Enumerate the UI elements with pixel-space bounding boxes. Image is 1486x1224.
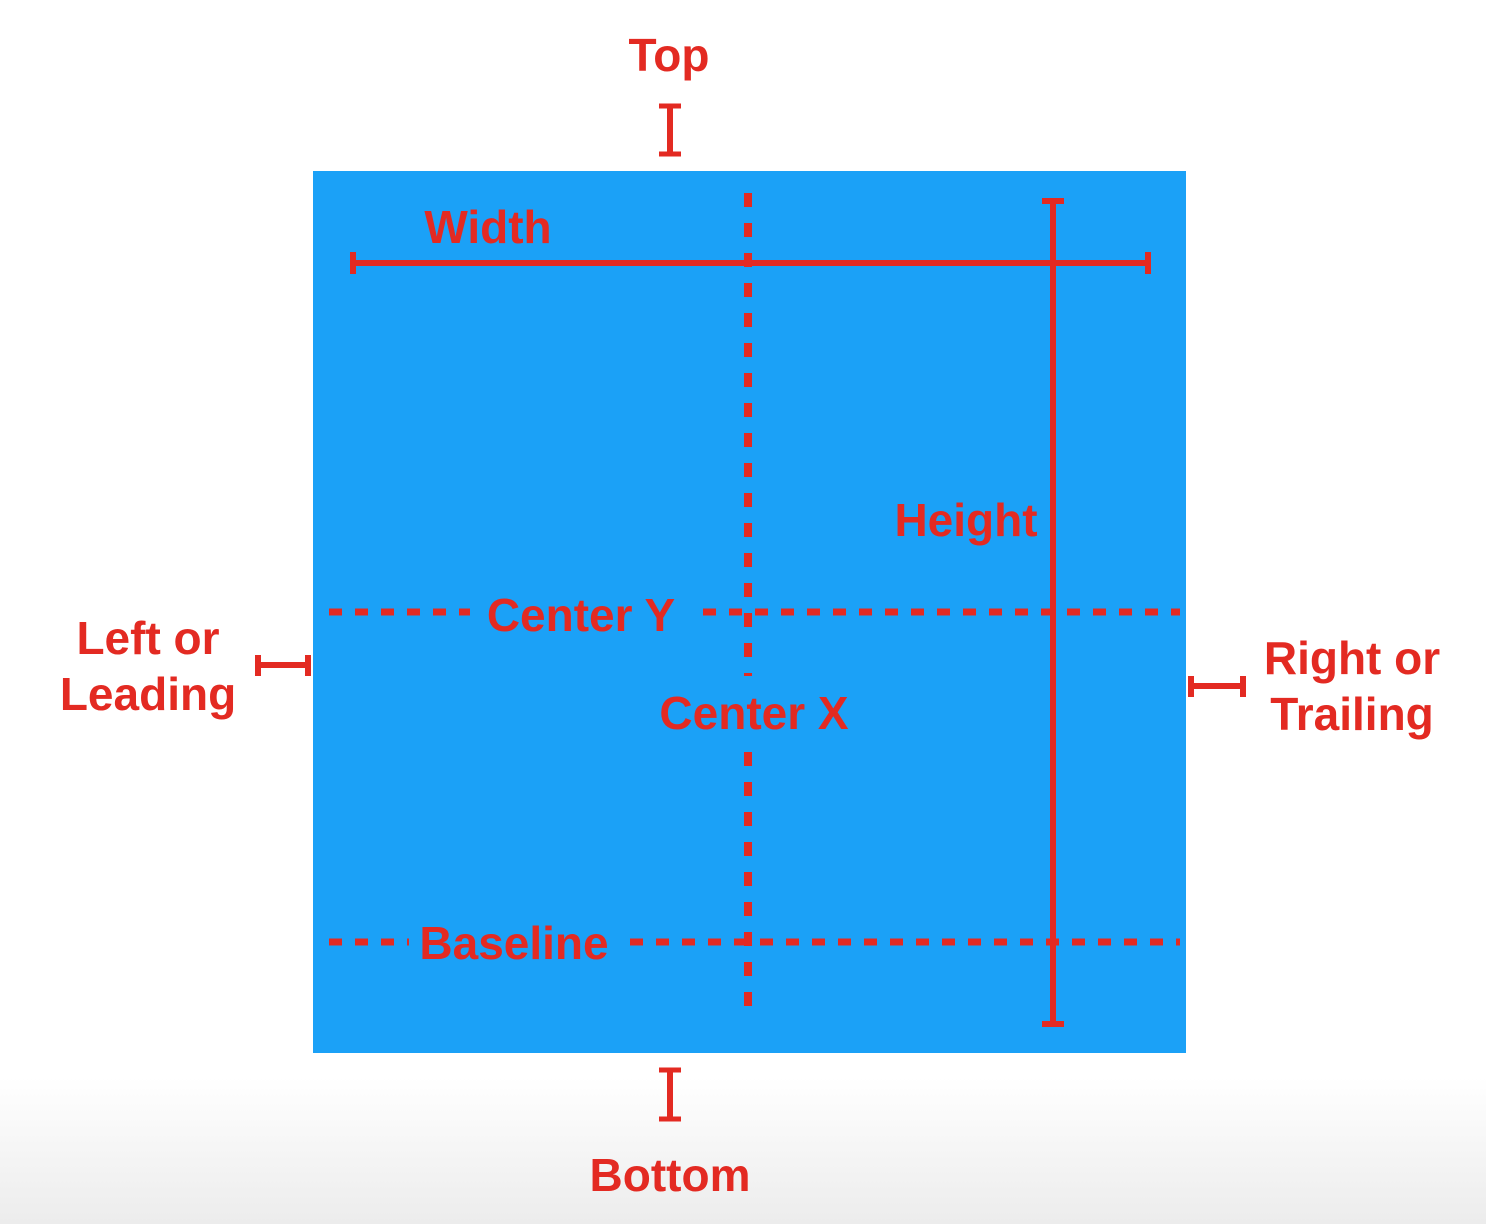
bottom-anchor-marker — [659, 1067, 681, 1122]
width-label: Width — [424, 201, 552, 253]
baseline-label: Baseline — [419, 917, 609, 969]
left-leading-label: Left or Leading — [60, 610, 236, 722]
right-trailing-label-line1: Right or — [1263, 632, 1441, 684]
right-trailing-label-line2: Trailing — [1270, 688, 1434, 741]
height-label: Height — [894, 494, 1038, 546]
center-y-label: Center Y — [486, 589, 676, 641]
top-label: Top — [628, 29, 710, 81]
bottom-label: Bottom — [589, 1149, 751, 1201]
right-trailing-label: Right or Trailing — [1264, 630, 1440, 742]
left-leading-label-line2: Leading — [59, 668, 237, 721]
leading-anchor-marker — [255, 655, 311, 676]
trailing-anchor-marker — [1188, 676, 1246, 697]
left-leading-label-line1: Left or — [76, 612, 220, 664]
top-anchor-marker — [659, 103, 681, 157]
center-x-label: Center X — [659, 687, 849, 739]
